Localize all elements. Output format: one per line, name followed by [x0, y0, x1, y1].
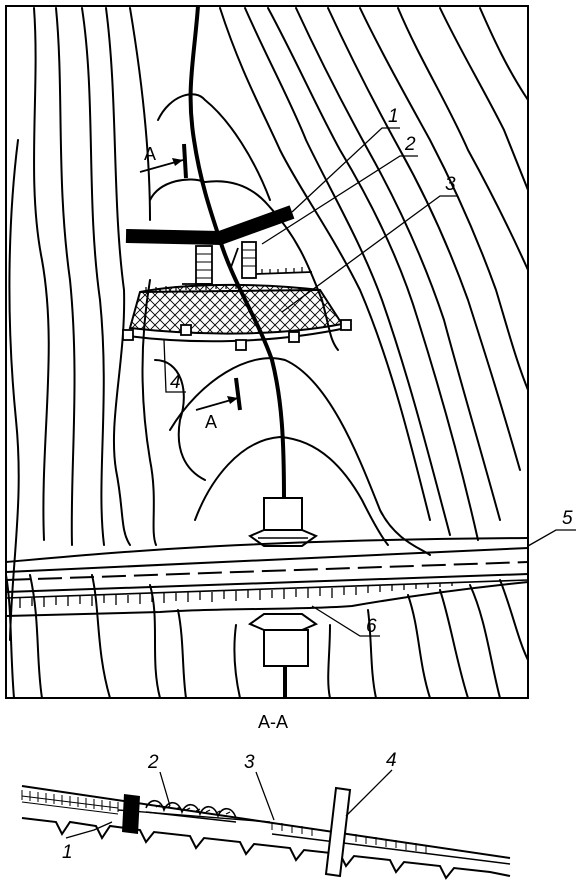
culvert-head-lower — [247, 613, 319, 698]
retaining-wall — [125, 205, 295, 246]
section-title: А-А — [258, 712, 288, 732]
section-label-4: 4 — [386, 750, 397, 771]
section-label-1: 1 — [62, 842, 73, 863]
section-mark-top — [182, 143, 188, 179]
section-label-bottom: А — [205, 412, 217, 432]
section-label-3: 3 — [244, 752, 255, 773]
label-5: 5 — [562, 508, 573, 529]
label-1: 1 — [388, 106, 399, 127]
label-4: 4 — [170, 372, 181, 393]
label-2: 2 — [404, 134, 416, 155]
drainage-channels — [182, 241, 313, 285]
posts — [122, 319, 352, 351]
section-label-top: А — [144, 144, 156, 164]
plan-frame — [5, 5, 529, 699]
section-label-2: 2 — [147, 752, 159, 773]
road — [5, 537, 529, 599]
post-line — [127, 327, 347, 343]
section-view: 1 2 3 4 — [21, 750, 511, 880]
label-6: 6 — [366, 616, 377, 637]
section-mark-bottom — [234, 377, 242, 411]
ditch — [5, 581, 529, 617]
culvert-head-upper — [247, 497, 319, 547]
label-3: 3 — [445, 174, 456, 195]
